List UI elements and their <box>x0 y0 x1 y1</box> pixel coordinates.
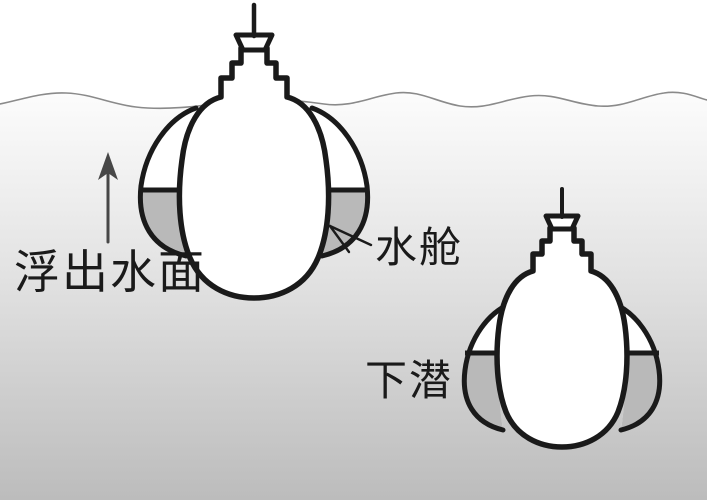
lower-submarine <box>461 187 663 450</box>
lower-hull-body <box>494 225 630 450</box>
upper-tank-left-outline <box>137 105 199 259</box>
ascend-arrow-head <box>98 152 118 180</box>
water-surface-line <box>0 91 707 110</box>
upper-conning-tower <box>233 32 275 53</box>
upper-tank-right-outline <box>309 105 371 259</box>
label-diving: 下潜 <box>365 359 453 405</box>
label-surfacing: 浮出水面 <box>14 247 206 298</box>
lower-conning-tower <box>543 213 581 232</box>
upper-submarine <box>137 2 371 301</box>
ballast-tank-leader-line <box>328 224 373 254</box>
leader-line-tick <box>328 224 351 254</box>
lower-tank-right-outline <box>609 300 663 433</box>
leader-line-stroke <box>328 224 373 247</box>
ascend-arrow <box>98 152 118 244</box>
lower-tank-left-outline <box>461 300 515 433</box>
label-ballast-tank: 水舱 <box>375 225 463 272</box>
upper-hull-body <box>176 45 332 301</box>
